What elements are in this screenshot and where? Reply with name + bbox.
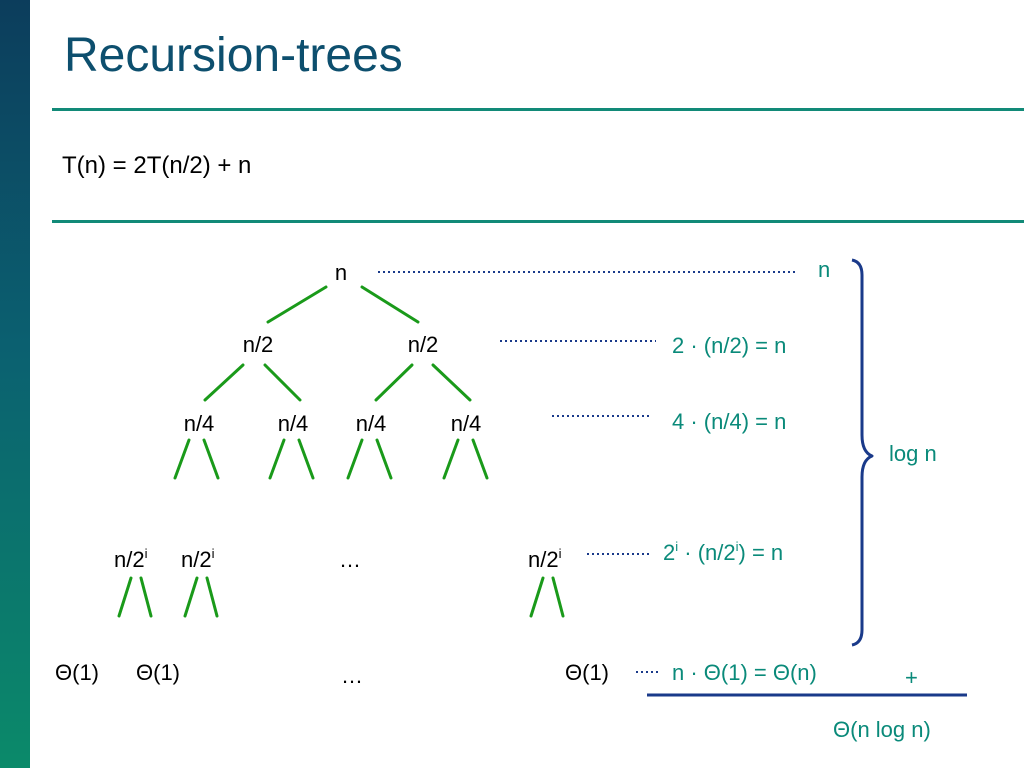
tree-node-root: n xyxy=(335,260,347,285)
dotted-leaders xyxy=(378,271,795,673)
tree-edge xyxy=(346,438,364,480)
tree-ellipsis: … xyxy=(341,663,363,688)
tree-node: n/4 xyxy=(451,411,482,436)
tree-edge xyxy=(205,576,219,618)
tree-edge xyxy=(117,576,133,618)
tree-edge xyxy=(263,363,302,402)
tree-edge xyxy=(268,438,286,480)
tree-node: n/2 xyxy=(243,332,274,357)
tree-edge xyxy=(431,363,472,402)
tree-edge xyxy=(529,576,545,618)
tree-edge xyxy=(297,438,315,480)
brace-label-log-n: log n xyxy=(889,441,937,466)
tree-ellipsis: … xyxy=(339,547,361,572)
title-divider xyxy=(52,108,1024,111)
level-cost-root: n xyxy=(818,257,830,282)
tree-node-level-i: n/2i xyxy=(528,546,562,572)
tree-edge xyxy=(266,285,328,324)
tree-node: n/4 xyxy=(356,411,387,436)
tree-node: n/2 xyxy=(408,332,439,357)
tree-node-level-i: n/2i xyxy=(181,546,215,572)
tree-leaf: Θ(1) xyxy=(55,660,99,685)
tree-edge xyxy=(551,576,565,618)
tree-edge xyxy=(139,576,153,618)
tree-edge xyxy=(173,438,191,480)
level-costs: n 2 · (n/2) = n 4 · (n/4) = n 2i · (n/2i… xyxy=(663,257,937,742)
tree-edge xyxy=(374,363,414,402)
tree-edge xyxy=(360,285,420,324)
tree-nodes: n n/2 n/2 n/4 n/4 n/4 n/4 n/2i n/2i … n/… xyxy=(55,260,609,688)
level-cost-leaves: n · Θ(1) = Θ(n) xyxy=(672,660,817,685)
tree-edge xyxy=(202,438,220,480)
tree-edges xyxy=(117,285,565,618)
recurrence-equation: T(n) = 2T(n/2) + n xyxy=(62,152,252,179)
plus-sign: + xyxy=(905,665,918,690)
slide-sidebar-band xyxy=(0,0,30,768)
tree-edge xyxy=(183,576,199,618)
tree-edge xyxy=(442,438,460,480)
total-cost: Θ(n log n) xyxy=(833,717,931,742)
recurrence-divider xyxy=(52,220,1024,223)
tree-edge xyxy=(471,438,489,480)
tree-leaf: Θ(1) xyxy=(565,660,609,685)
tree-node: n/4 xyxy=(278,411,309,436)
level-cost: 2 · (n/2) = n xyxy=(672,333,786,358)
tree-leaf: Θ(1) xyxy=(136,660,180,685)
tree-node: n/4 xyxy=(184,411,215,436)
tree-edge xyxy=(203,363,245,402)
curly-brace xyxy=(851,258,874,647)
slide-title: Recursion-trees xyxy=(64,29,403,82)
tree-edge xyxy=(375,438,393,480)
level-cost-level-i: 2i · (n/2i) = n xyxy=(663,539,783,565)
tree-node-level-i: n/2i xyxy=(114,546,148,572)
level-cost: 4 · (n/4) = n xyxy=(672,409,786,434)
